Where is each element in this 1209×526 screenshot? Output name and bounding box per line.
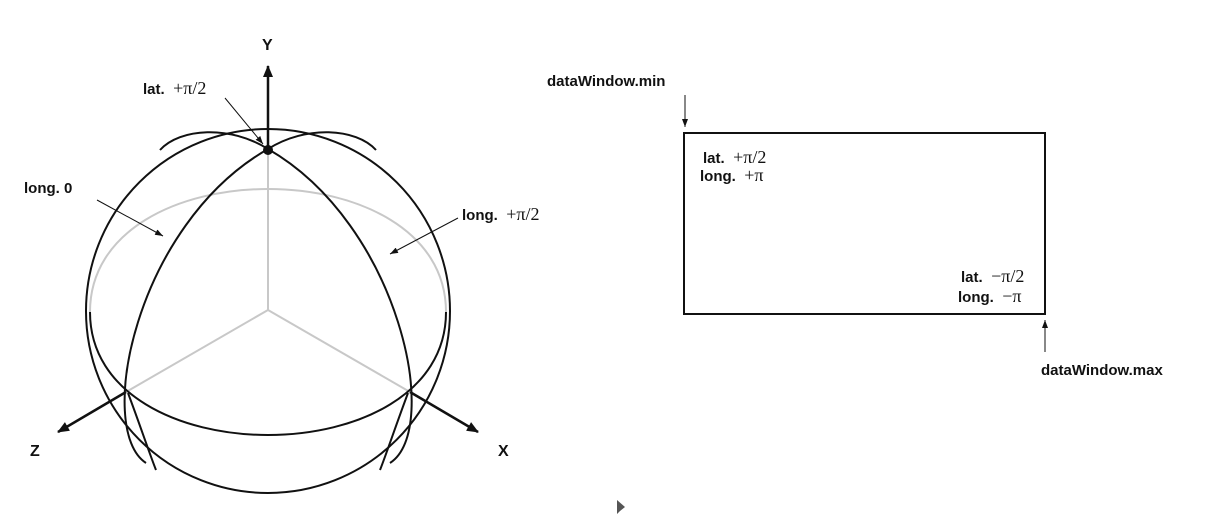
bottom-right-lat-word: lat. — [961, 269, 983, 286]
long-zero-leader — [96, 199, 164, 237]
data-window-rect — [683, 132, 1046, 315]
pole-annotation: lat. +π/2 — [143, 78, 264, 145]
z-axis-hidden — [125, 309, 269, 393]
long-zero-annotation: long. 0 — [24, 180, 164, 237]
equator-back-arc — [89, 188, 447, 313]
top-left-long-value: +π — [744, 165, 763, 185]
sphere-diagram: Y X Z lat. +π/2 long. 0 long. +π/2 — [24, 37, 540, 494]
hidden-lines — [89, 150, 447, 393]
data-window-min-label: dataWindow.min — [547, 73, 665, 90]
top-left-lat: lat. +π/2 — [703, 147, 766, 167]
pole-lat-value: +π/2 — [173, 78, 206, 98]
top-left-long: long. +π — [700, 165, 764, 185]
z-axis — [57, 390, 127, 434]
bottom-right-long: long. −π — [958, 286, 1022, 306]
mouse-pointer-icon — [617, 500, 625, 514]
long-half-pi-annotation: long. +π/2 — [389, 204, 540, 255]
x-axis-hidden — [267, 309, 411, 393]
top-left-long-word: long. — [700, 168, 736, 185]
sphere-outlines — [85, 128, 451, 494]
z-axis-label: Z — [30, 443, 40, 460]
long-half-pi-word: long. — [462, 207, 498, 224]
pole-leader — [224, 97, 264, 145]
bottom-right-lat: lat. −π/2 — [961, 266, 1024, 286]
north-pole-dot — [263, 145, 273, 155]
top-left-lat-word: lat. — [703, 150, 725, 167]
bottom-right-long-word: long. — [958, 289, 994, 306]
data-window-max-label: dataWindow.max — [1041, 362, 1163, 379]
long-zero-label: long. 0 — [24, 180, 72, 197]
y-axis-label: Y — [262, 37, 273, 54]
x-axis-label: X — [498, 443, 509, 460]
long-half-pi-leader — [389, 217, 459, 255]
equator-front-arc — [89, 311, 447, 436]
meridian-long-half-pi — [267, 148, 413, 464]
long-half-pi-value: +π/2 — [506, 204, 539, 224]
top-arc-right — [267, 131, 377, 151]
long-half-pi-label: long. +π/2 — [462, 204, 540, 224]
top-arc-left — [159, 131, 269, 151]
meridian-closing — [127, 392, 157, 471]
front-axes — [57, 65, 479, 434]
x-axis — [409, 390, 479, 434]
meridian-long-zero — [123, 148, 269, 464]
pole-label: lat. +π/2 — [143, 78, 206, 98]
pole-lat-word: lat. — [143, 81, 165, 98]
data-window-diagram: dataWindow.min dataWindow.max lat. +π/2 … — [547, 73, 1163, 379]
meridian-closing-right — [379, 392, 409, 471]
top-left-lat-value: +π/2 — [733, 147, 766, 167]
bottom-right-lat-value: −π/2 — [991, 266, 1024, 286]
bottom-right-long-value: −π — [1002, 286, 1021, 306]
